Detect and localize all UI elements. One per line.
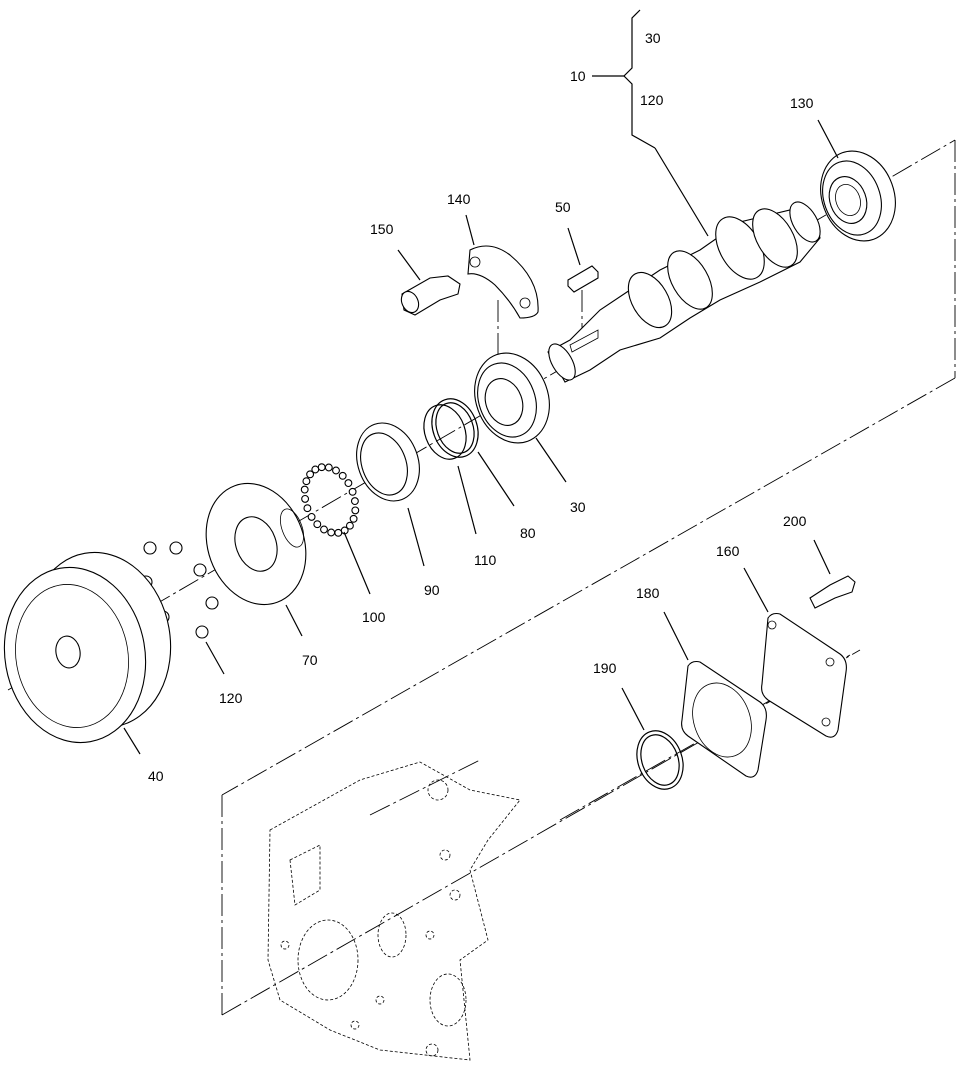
callout-160: 160 [716,543,740,559]
ring-ball [303,504,312,513]
callout-140: 140 [447,191,471,207]
camshaft [547,201,821,383]
ring-ball [301,494,310,503]
callout-130: 130 [790,95,814,111]
callout-30: 30 [570,499,586,515]
callout-80: 80 [520,525,536,541]
snap-ring-80 [431,398,479,458]
ring-ball [344,479,353,488]
ring-ball [338,471,347,480]
ring-ball [320,525,328,534]
callout-190: 190 [593,660,617,676]
callout-120-top: 120 [640,92,664,108]
callout-70: 70 [302,652,318,668]
assembly-bracket [592,9,656,149]
leader-lines [123,119,839,755]
ring-ball [348,487,357,496]
ball-bearing [474,352,550,444]
callout-180: 180 [636,585,660,601]
callout-200: 200 [783,513,807,529]
callout-100: 100 [362,609,386,625]
thrust-plate [467,245,539,319]
ring-110 [423,404,467,460]
callout-labels: 10 30 120 130 140 50 150 30 80 110 90 10… [148,30,814,784]
ring-ball [311,465,320,474]
bearing-right [820,150,896,242]
ring-ball [351,506,360,515]
ball-ring-100 [300,463,360,537]
callout-150: 150 [370,221,394,237]
gear-housing [267,761,521,1061]
callout-90: 90 [424,582,440,598]
ring-ball [324,463,333,472]
ring-ball [327,528,336,537]
callout-40: 40 [148,768,164,784]
ring-ball [350,497,359,506]
callout-110: 110 [474,552,497,568]
callout-120: 120 [219,690,243,706]
ring-ball [317,463,326,472]
ring-ball [345,521,354,530]
flange-70 [205,482,307,606]
cover-plate [761,612,847,738]
bolt-150 [400,275,461,316]
callout-30-top: 30 [645,30,661,46]
collar-90 [356,422,420,502]
snap-ring-190 [636,730,684,790]
ring-ball [313,520,322,529]
ring-ball [332,466,340,475]
helical-gear [3,551,172,744]
ring-ball [300,485,309,494]
ring-ball [349,514,358,523]
ring-ball [307,512,316,521]
callout-10: 10 [570,68,586,84]
ring-ball [306,470,315,479]
ring-ball [302,477,311,486]
ring-ball [334,528,343,537]
key-part [567,265,599,293]
gasket [681,660,767,778]
bolt-200 [809,575,856,609]
callout-50: 50 [555,199,571,215]
